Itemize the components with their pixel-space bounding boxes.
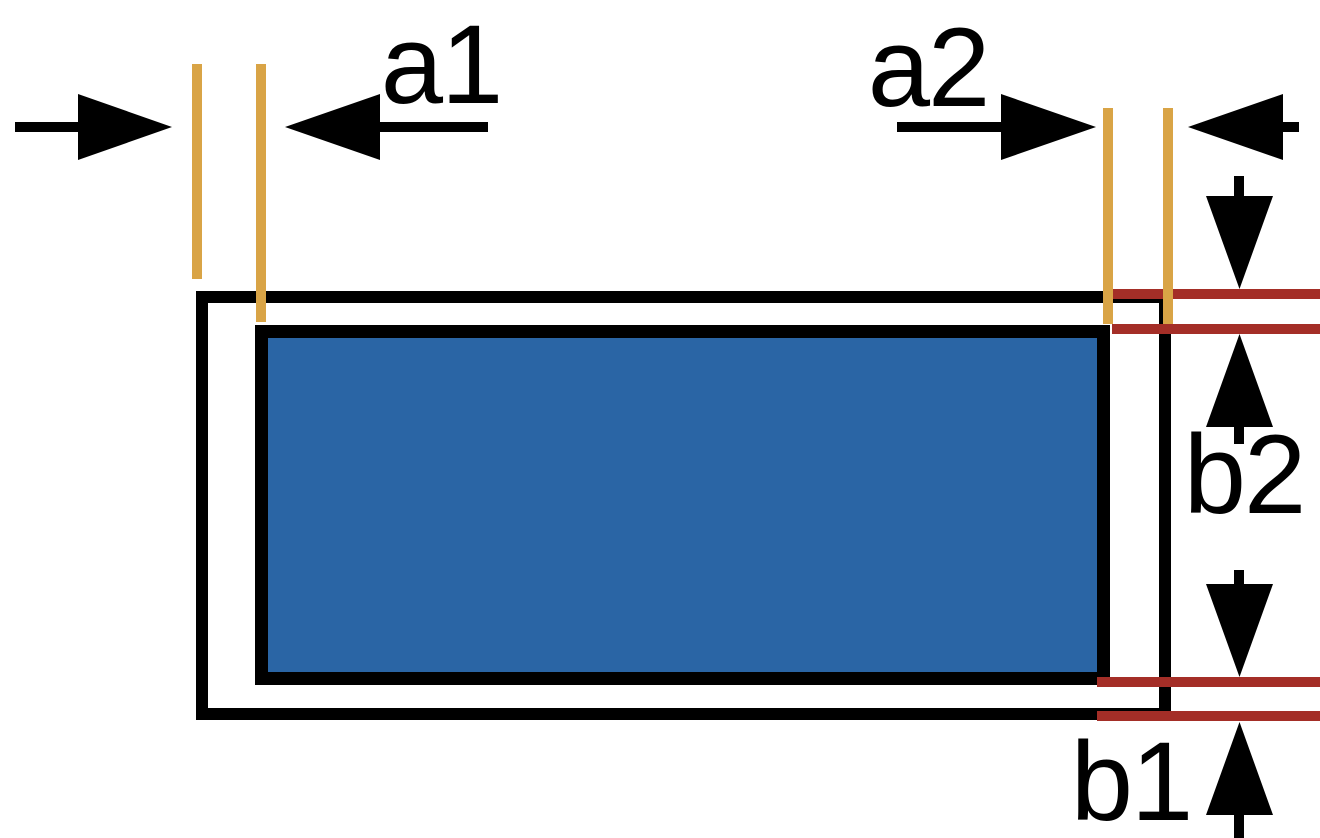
b2-down-arrow-icon (1206, 176, 1273, 289)
marker-line-outer-right (1163, 108, 1173, 324)
marker-line-outer-top (1112, 289, 1320, 299)
label-b1: b1 (1070, 719, 1194, 838)
marker-line-panel-top (1112, 324, 1320, 334)
a1-left-arrow-icon (15, 94, 172, 160)
b1-down-arrow-icon (1206, 570, 1273, 677)
label-a2: a2 (867, 5, 991, 130)
marker-line-outer-bottom (1097, 711, 1320, 721)
inner-panel-rect (255, 325, 1110, 685)
marker-line-panel-right (1103, 108, 1113, 324)
b2-up-arrow-icon (1206, 334, 1273, 444)
label-b2: b2 (1183, 412, 1307, 537)
outer-frame-rect (196, 291, 1171, 720)
label-a1: a1 (380, 2, 504, 127)
b1-up-arrow-icon (1206, 722, 1273, 838)
a1-dimension-arrow-icon (285, 94, 488, 160)
marker-line-panel-left (256, 64, 266, 322)
marker-line-panel-bottom (1097, 677, 1320, 687)
marker-line-outer-left (192, 64, 202, 279)
a2-dimension-arrow-icon (897, 94, 1096, 160)
a2-right-arrow-icon (1188, 94, 1299, 160)
